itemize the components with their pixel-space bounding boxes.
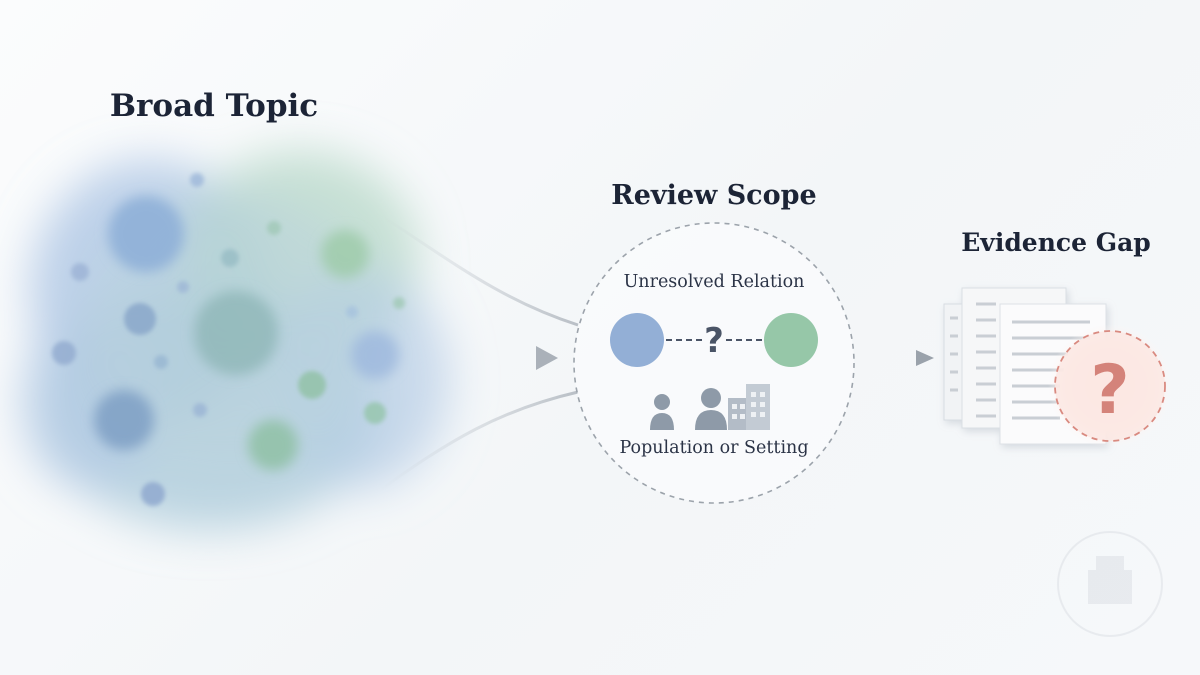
evidence-gap-title: Evidence Gap — [961, 228, 1151, 257]
unresolved-relation-label: Unresolved Relation — [623, 272, 805, 292]
watermark-logo — [1057, 531, 1163, 637]
review-scope-title: Review Scope — [611, 180, 817, 211]
arrow-to-gap-icon — [916, 350, 934, 366]
gap-question-mark: ? — [1090, 351, 1129, 430]
review-scope-boundary — [573, 222, 855, 504]
gap-boundary — [1054, 330, 1166, 442]
funnel-streams — [379, 213, 579, 492]
relation-question-mark: ? — [704, 321, 724, 361]
relation-node-blue — [610, 313, 664, 367]
arrow-to-scope-icon — [536, 346, 558, 370]
building-icon — [728, 384, 770, 430]
broad-topic-title: Broad Topic — [109, 88, 319, 124]
relation-node-green — [764, 313, 818, 367]
population-setting-label: Population or Setting — [619, 438, 809, 458]
broad-topic-cloud — [20, 150, 450, 530]
people-icon — [650, 388, 727, 430]
